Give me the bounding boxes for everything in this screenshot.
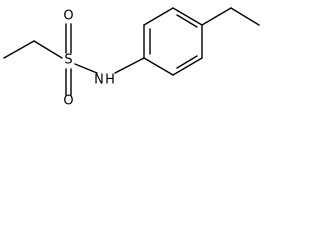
nitrogen-label: N [94,73,104,88]
ring-bond-6 [143,57,174,76]
bond-ethyl-ch3-ch2 [3,40,35,59]
benzene-ring [143,7,203,76]
bond-ch2-ch3 [230,7,260,26]
ring-bond-5 [172,57,203,76]
nitrogen-hydrogen-label: H [105,73,115,88]
ring-bond-3 [172,7,203,26]
ethanesulfonanilide-structure: S O O N H [3,7,260,108]
bond-s-n [74,63,98,74]
ring-double-bond-top-right [176,14,198,28]
sulfur-label: S [64,53,72,68]
oxygen-top-label: O [63,9,73,24]
bond-ring-ch2 [201,7,232,26]
bond-ethyl-ch2-s [33,40,63,59]
ring-double-bond-bottom-right [176,55,198,69]
ring-bond-2 [143,7,174,26]
oxygen-bottom-label: O [63,94,73,108]
bond-n-ring [114,57,145,74]
